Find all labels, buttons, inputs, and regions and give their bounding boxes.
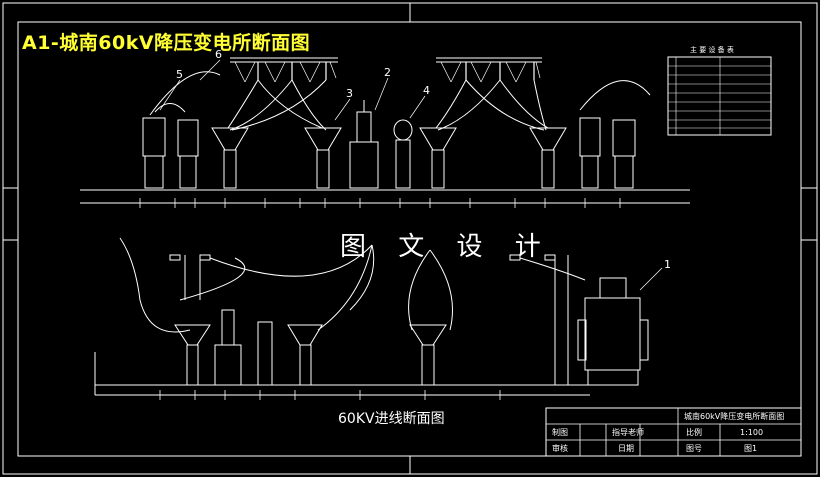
callout-4: 4: [423, 84, 430, 97]
callout-2: 2: [384, 66, 391, 79]
title-block-row2-left: 审核: [552, 443, 568, 453]
equipment-table-title: 主 要 设 备 表: [690, 45, 734, 54]
watermark-text: 图 文 设 计: [340, 232, 553, 262]
title-block: [545, 407, 802, 457]
drawing-title: A1-城南60kV降压变电所断面图: [22, 32, 311, 54]
title-block-sheet-value: 图1: [744, 444, 757, 453]
lower-section-title: 60KV进线断面图: [338, 411, 445, 427]
title-block-sheet-label: 图号: [686, 444, 702, 453]
title-block-row2-mid: 日期: [618, 444, 634, 453]
title-block-drawing-name: 城南60kV降压变电所断面图: [684, 411, 784, 421]
title-block-row1-left: 制图: [552, 427, 568, 437]
callout-1: 1: [664, 258, 671, 271]
title-block-scale-label: 比例: [686, 427, 702, 437]
callout-3: 3: [346, 87, 353, 100]
equipment-table: [667, 56, 772, 136]
callout-6: 6: [215, 48, 222, 61]
title-block-scale-value: 1:100: [740, 428, 763, 437]
callout-5: 5: [176, 68, 183, 81]
title-block-row1-mid: 指导老师: [612, 427, 644, 437]
